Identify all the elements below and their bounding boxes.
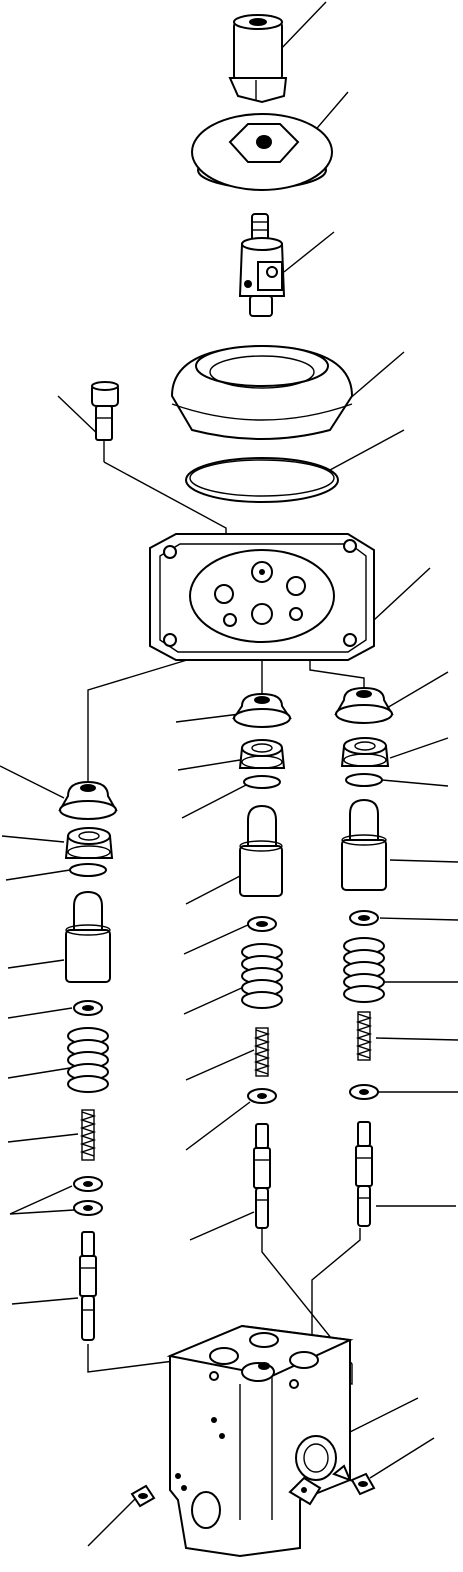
spring-inner-middle [253,1027,271,1077]
washer-left-lower-b [73,1200,103,1216]
leader-line [349,1397,419,1433]
housing-cap [170,344,354,440]
leader-line [7,1007,73,1019]
leader-line [375,1037,459,1041]
spring-outer-middle [241,943,283,1009]
leader-line [277,1,327,53]
push-rod-right [355,1121,373,1227]
leader-line [185,1101,251,1151]
plunger-right [341,798,387,891]
leader-line [87,1495,139,1547]
leader-line [381,779,449,787]
leader-line [189,1211,255,1241]
leader-line [1,835,65,843]
assembly-line [87,649,221,790]
push-rod-middle [253,1123,271,1229]
bushing-right [340,737,390,767]
leader-line [283,231,335,273]
plug-screw-right [350,1472,376,1496]
leader-line [177,759,241,771]
washer-middle-upper [247,916,277,932]
hex-nut-top [228,14,288,104]
seal-cap-right [334,686,394,724]
leader-line [369,1437,435,1479]
boot-plate [191,113,333,191]
leader-line [389,859,459,863]
leader-line [7,1133,79,1143]
leader-line [7,959,65,969]
seal-cap-middle [232,692,292,728]
leader-line [379,917,459,921]
seal-cap-left [58,780,118,820]
push-rod-left [79,1231,97,1341]
washer-left-upper [73,1000,103,1016]
leader-line [175,713,241,723]
spring-inner-right [355,1011,373,1061]
leader-lines [0,1,459,1547]
leader-line [183,923,251,955]
leader-line [185,1049,255,1081]
leader-line [9,1185,73,1215]
leader-line [11,1297,79,1305]
assembly-line [311,1228,361,1370]
leader-line [181,783,249,819]
bushing-left [64,827,114,859]
plunger-middle [239,804,283,897]
leader-line [379,671,449,713]
spring-outer-left [67,1027,109,1093]
washer-right-lower [349,1084,379,1100]
leader-line [0,765,65,799]
plunger-left [65,890,111,983]
leader-line [9,1209,75,1215]
spring-outer-right [343,937,385,1003]
leader-line [389,737,449,759]
bushing-middle [238,739,286,769]
leader-line [183,985,247,1015]
plug-screw-left [130,1484,156,1508]
bolt [91,381,119,441]
leader-line [373,567,431,621]
valve-body [166,1324,354,1558]
mounting-plate [149,533,375,661]
o-ring-right [345,773,383,787]
o-ring-middle [243,775,281,789]
washer-middle-lower [247,1088,277,1104]
o-ring-left [69,863,107,877]
o-ring-large [185,457,339,503]
leader-line [7,1067,71,1079]
universal-joint [238,213,286,317]
washer-right-upper [349,910,379,926]
leader-line [329,429,405,471]
washer-left-lower-a [73,1176,103,1192]
leader-line [185,875,241,905]
leader-line [5,869,71,881]
spring-inner-left [79,1109,97,1161]
